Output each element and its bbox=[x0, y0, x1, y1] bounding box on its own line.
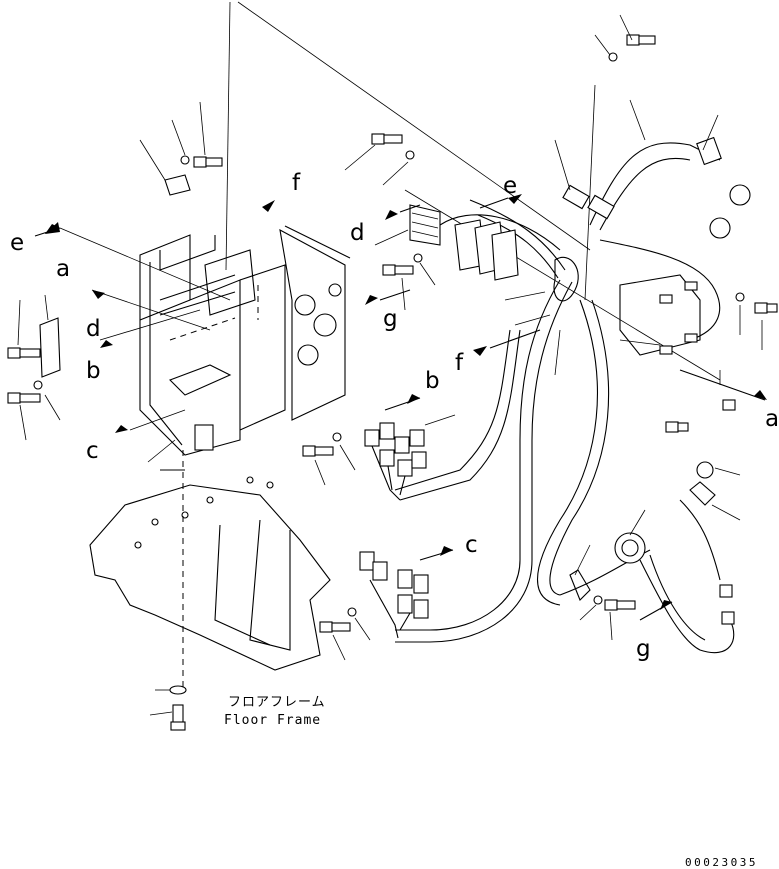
label-g-mid: g bbox=[383, 306, 398, 332]
label-f-top: f bbox=[292, 170, 301, 196]
label-b-mid: b bbox=[425, 368, 440, 394]
label-f-mid: f bbox=[455, 350, 464, 376]
label-g-right: g bbox=[636, 636, 651, 662]
reference-arrows bbox=[34, 194, 767, 621]
relay-group-c bbox=[359, 551, 429, 639]
label-b-left: b bbox=[86, 358, 101, 384]
reference-labels: e a d b c f d e g f b c a g bbox=[10, 170, 779, 662]
connector-block-d bbox=[409, 204, 561, 281]
fasteners bbox=[7, 34, 778, 731]
label-c-mid: c bbox=[465, 532, 478, 558]
floor-frame-caption-en: Floor Frame bbox=[224, 713, 321, 728]
label-d-mid: d bbox=[350, 220, 365, 246]
floor-frame-caption-jp: フロアフレーム bbox=[228, 695, 326, 710]
label-a-right: a bbox=[765, 406, 779, 432]
label-c-left: c bbox=[86, 438, 99, 464]
label-e-mid: e bbox=[503, 173, 517, 199]
mounting-bracket bbox=[139, 225, 351, 456]
floor-frame bbox=[89, 450, 331, 690]
callout-ticks bbox=[17, 14, 763, 716]
wiring-harness bbox=[394, 136, 751, 654]
drawing-code: 00023035 bbox=[685, 856, 758, 869]
relay-group-b bbox=[364, 422, 427, 501]
label-a-left: a bbox=[56, 256, 70, 282]
label-d-left: d bbox=[86, 316, 101, 342]
label-e-left: e bbox=[10, 230, 24, 256]
